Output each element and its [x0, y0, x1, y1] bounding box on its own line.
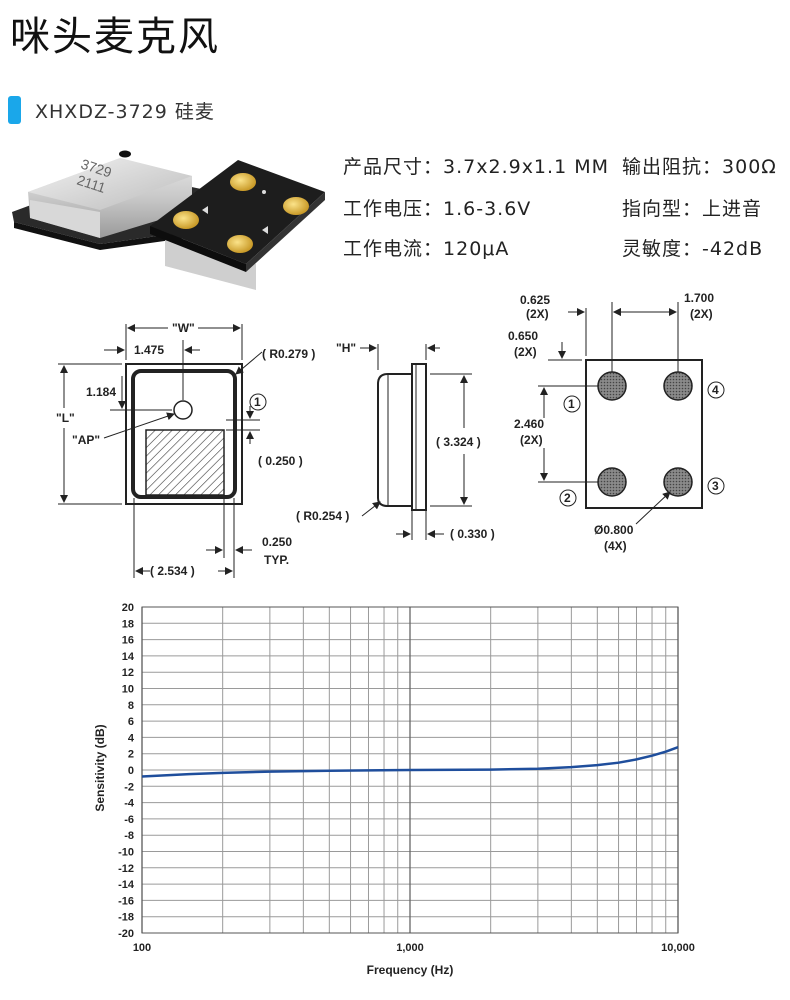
y-tick-label: -2	[124, 781, 134, 793]
dim-0330: ( 0.330 )	[450, 527, 495, 541]
dim-1700: 1.700	[684, 291, 714, 305]
y-tick-label: 6	[128, 716, 134, 728]
y-tick-label: 8	[128, 700, 134, 712]
dim-0625: 0.625	[520, 293, 550, 307]
y-tick-label: 16	[122, 635, 134, 647]
spec-voltage: 工作电压：1.6-3.6V	[343, 194, 531, 221]
product-photo: 3729 2111	[12, 150, 325, 290]
mechanical-drawing: "W" 1.475 ( R0.279 ) "L" 1.184 "AP" 1 ( …	[56, 291, 725, 578]
spec-directivity-label: 指向型：	[622, 198, 703, 220]
pin-label-3: 3	[712, 479, 719, 493]
page-title: 咪头麦克风	[10, 14, 220, 60]
spec-sensitivity-value: -42dB	[702, 238, 764, 260]
x-tick-label: 10,000	[661, 942, 695, 954]
spec-sensitivity-label: 灵敏度：	[622, 238, 703, 260]
pin-label-1: 1	[568, 397, 575, 411]
plot-frame	[141, 606, 679, 934]
bottom-view: 0.625 (2X) 1.700 (2X) 0.650 (2X) 2.460 (…	[508, 291, 725, 553]
spec-voltage-label: 工作电压：	[343, 198, 444, 220]
frequency-response-chart: 20181614121086420-2-4-6-8-10-12-14-16-18…	[93, 602, 695, 977]
y-tick-labels: 20181614121086420-2-4-6-8-10-12-14-16-18…	[118, 602, 135, 940]
dim-1475: 1.475	[134, 343, 164, 357]
spec-size-value: 3.7x2.9x1.1 MM	[443, 156, 609, 178]
dim-2460-count: (2X)	[520, 433, 543, 447]
y-tick-label: 20	[122, 602, 134, 614]
top-view: "W" 1.475 ( R0.279 ) "L" 1.184 "AP" 1 ( …	[56, 321, 315, 578]
accent-bar	[8, 96, 21, 124]
y-tick-label: -4	[124, 798, 135, 810]
spec-current: 工作电流：120μA	[343, 234, 509, 261]
dim-r0254: ( R0.254 )	[296, 509, 349, 523]
y-tick-label: 4	[128, 732, 135, 744]
y-tick-label: -18	[118, 912, 134, 924]
y-tick-label: -16	[118, 895, 134, 907]
y-tick-label: 2	[128, 749, 134, 761]
side-view: "H" ( 3.324 ) ( R0.254 ) ( 0.330 )	[296, 341, 495, 541]
spec-impedance-label: 输出阻抗：	[622, 156, 723, 178]
dim-0800: Ø0.800	[594, 523, 634, 537]
y-axis-label: Sensitivity (dB)	[93, 724, 107, 811]
dim-0250: ( 0.250 )	[258, 454, 303, 468]
pin-label-2: 2	[564, 491, 571, 505]
y-tick-label: -14	[118, 879, 135, 891]
y-tick-label: -10	[118, 847, 134, 859]
y-tick-label: -20	[118, 928, 134, 940]
x-axis-label: Frequency (Hz)	[367, 963, 454, 977]
dim-3324: ( 3.324 )	[436, 435, 481, 449]
y-tick-label: -6	[124, 814, 134, 826]
spec-voltage-value: 1.6-3.6V	[443, 198, 532, 220]
dim-2534: ( 2.534 )	[150, 564, 195, 578]
spec-sensitivity: 灵敏度：-42dB	[622, 234, 763, 261]
y-tick-label: 10	[122, 684, 134, 696]
dim-0650-count: (2X)	[514, 345, 537, 359]
y-tick-label: 0	[128, 765, 134, 777]
pin-label-4: 4	[712, 383, 719, 397]
w-label: "W"	[172, 321, 195, 335]
l-label: "L"	[56, 411, 75, 425]
y-tick-label: -8	[124, 830, 134, 842]
dim-0650: 0.650	[508, 329, 538, 343]
mic-back-view	[150, 160, 325, 290]
chart-grid	[141, 606, 679, 934]
model-name: XHXDZ-3729 硅麦	[35, 100, 215, 123]
y-tick-label: 18	[122, 618, 134, 630]
dim-1700-count: (2X)	[690, 307, 713, 321]
dim-1184: 1.184	[86, 385, 116, 399]
dim-0625-count: (2X)	[526, 307, 549, 321]
x-tick-labels: 100 1,000 10,000	[133, 942, 695, 954]
y-tick-label: 12	[122, 667, 134, 679]
x-tick-label: 1,000	[396, 942, 424, 954]
x-tick-label: 100	[133, 942, 151, 954]
spec-size-label: 产品尺寸：	[343, 156, 444, 178]
spec-directivity-value: 上进音	[702, 198, 763, 220]
dim-0250typ-value: 0.250	[262, 535, 292, 549]
dim-0800-count: (4X)	[604, 539, 627, 553]
y-tick-label: -12	[118, 863, 134, 875]
spec-size: 产品尺寸：3.7x2.9x1.1 MM	[343, 152, 609, 179]
dim-0250typ-note: TYP.	[264, 553, 289, 567]
ap-label: "AP"	[72, 433, 100, 447]
dim-r0279: ( R0.279 )	[262, 347, 315, 361]
h-label: "H"	[336, 341, 356, 355]
pin1-label: 1	[254, 395, 261, 409]
model-heading: XHXDZ-3729 硅麦	[8, 95, 215, 125]
dim-2460: 2.460	[514, 417, 544, 431]
spec-current-label: 工作电流：	[343, 238, 444, 260]
spec-impedance: 输出阻抗：300Ω	[622, 152, 777, 179]
spec-directivity: 指向型：上进音	[622, 194, 762, 221]
spec-impedance-value: 300Ω	[722, 156, 777, 178]
spec-current-value: 120μA	[443, 238, 510, 260]
y-tick-label: 14	[122, 651, 135, 663]
series-line	[141, 746, 679, 778]
